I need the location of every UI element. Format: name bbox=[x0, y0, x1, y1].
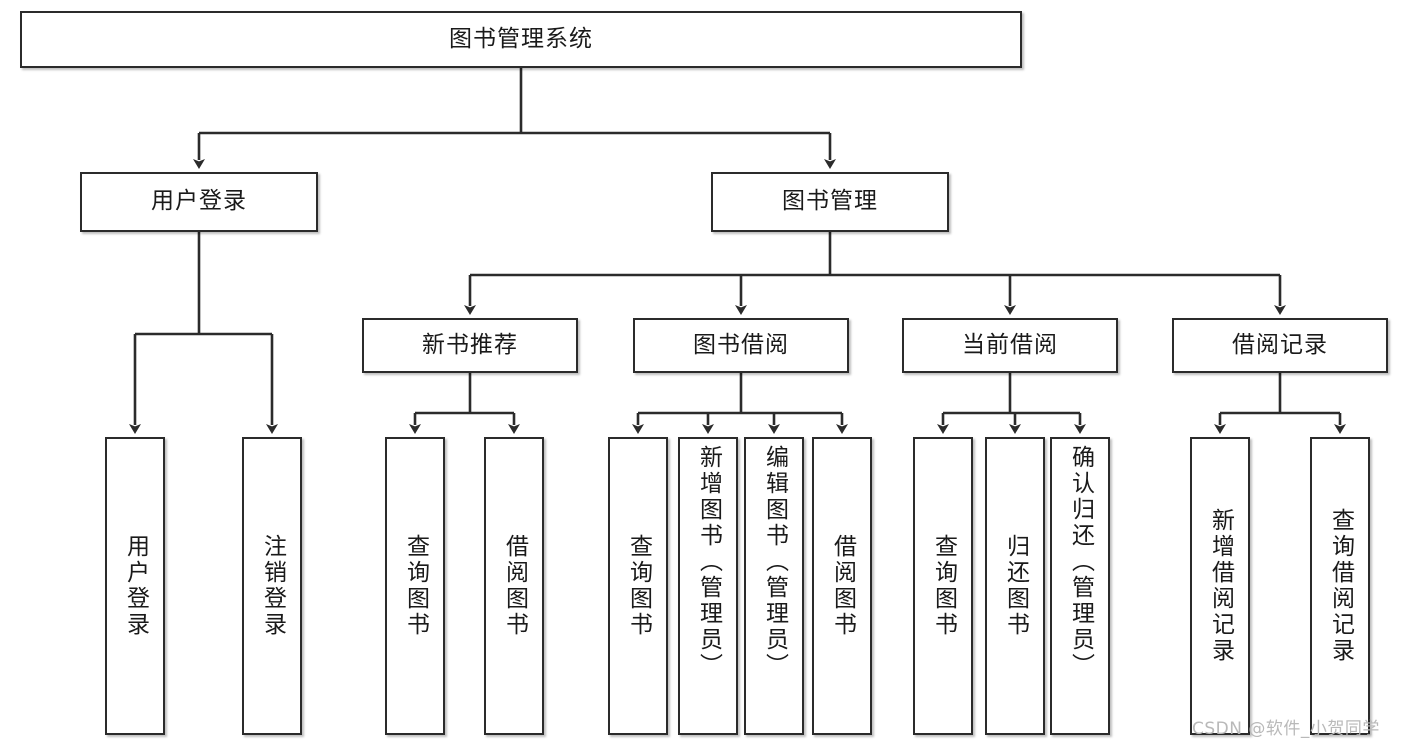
node-leaf-1[interactable]: 注销登录 bbox=[242, 437, 302, 735]
node-label: 借阅图书 bbox=[829, 534, 856, 638]
node-leaf-10[interactable]: 确认归还（管理员） bbox=[1050, 437, 1110, 735]
node-label: 图书管理 bbox=[782, 188, 878, 215]
node-label: 查询图书 bbox=[625, 534, 652, 638]
node-leaf-3[interactable]: 借阅图书 bbox=[484, 437, 544, 735]
node-leaf-2[interactable]: 查询图书 bbox=[385, 437, 445, 735]
node-leaf-5[interactable]: 新增图书（管理员） bbox=[678, 437, 738, 735]
node-leaf-9[interactable]: 归还图书 bbox=[985, 437, 1045, 735]
node-label: 新书推荐 bbox=[422, 331, 518, 358]
node-level3-1[interactable]: 图书借阅 bbox=[633, 318, 849, 373]
node-level2-0[interactable]: 用户登录 bbox=[80, 172, 318, 232]
node-leaf-8[interactable]: 查询图书 bbox=[913, 437, 973, 735]
node-label: 确认归还（管理员） bbox=[1067, 445, 1094, 679]
node-label: 用户登录 bbox=[122, 534, 149, 638]
node-leaf-7[interactable]: 借阅图书 bbox=[812, 437, 872, 735]
node-label: 查询借阅记录 bbox=[1327, 508, 1354, 664]
node-label: 借阅图书 bbox=[501, 534, 528, 638]
node-level2-1[interactable]: 图书管理 bbox=[711, 172, 949, 232]
node-label: 注销登录 bbox=[259, 534, 286, 638]
node-label: 新增图书（管理员） bbox=[695, 445, 722, 679]
node-label: 借阅记录 bbox=[1232, 331, 1328, 358]
node-leaf-6[interactable]: 编辑图书（管理员） bbox=[744, 437, 804, 735]
node-level3-2[interactable]: 当前借阅 bbox=[902, 318, 1118, 373]
node-label: 图书管理系统 bbox=[449, 25, 593, 52]
node-root[interactable]: 图书管理系统 bbox=[20, 11, 1022, 68]
node-level3-3[interactable]: 借阅记录 bbox=[1172, 318, 1388, 373]
node-label: 查询图书 bbox=[930, 534, 957, 638]
csdn-watermark: CSDN @软件_小贺同学 bbox=[1192, 719, 1380, 739]
node-leaf-4[interactable]: 查询图书 bbox=[608, 437, 668, 735]
node-label: 查询图书 bbox=[402, 534, 429, 638]
node-level3-0[interactable]: 新书推荐 bbox=[362, 318, 578, 373]
node-label: 图书借阅 bbox=[693, 331, 789, 358]
node-leaf-12[interactable]: 查询借阅记录 bbox=[1310, 437, 1370, 735]
node-leaf-0[interactable]: 用户登录 bbox=[105, 437, 165, 735]
node-leaf-11[interactable]: 新增借阅记录 bbox=[1190, 437, 1250, 735]
node-label: 新增借阅记录 bbox=[1207, 508, 1234, 664]
node-label: 归还图书 bbox=[1002, 534, 1029, 638]
node-label: 用户登录 bbox=[151, 188, 247, 215]
node-label: 当前借阅 bbox=[962, 331, 1058, 358]
node-label: 编辑图书（管理员） bbox=[761, 445, 788, 679]
